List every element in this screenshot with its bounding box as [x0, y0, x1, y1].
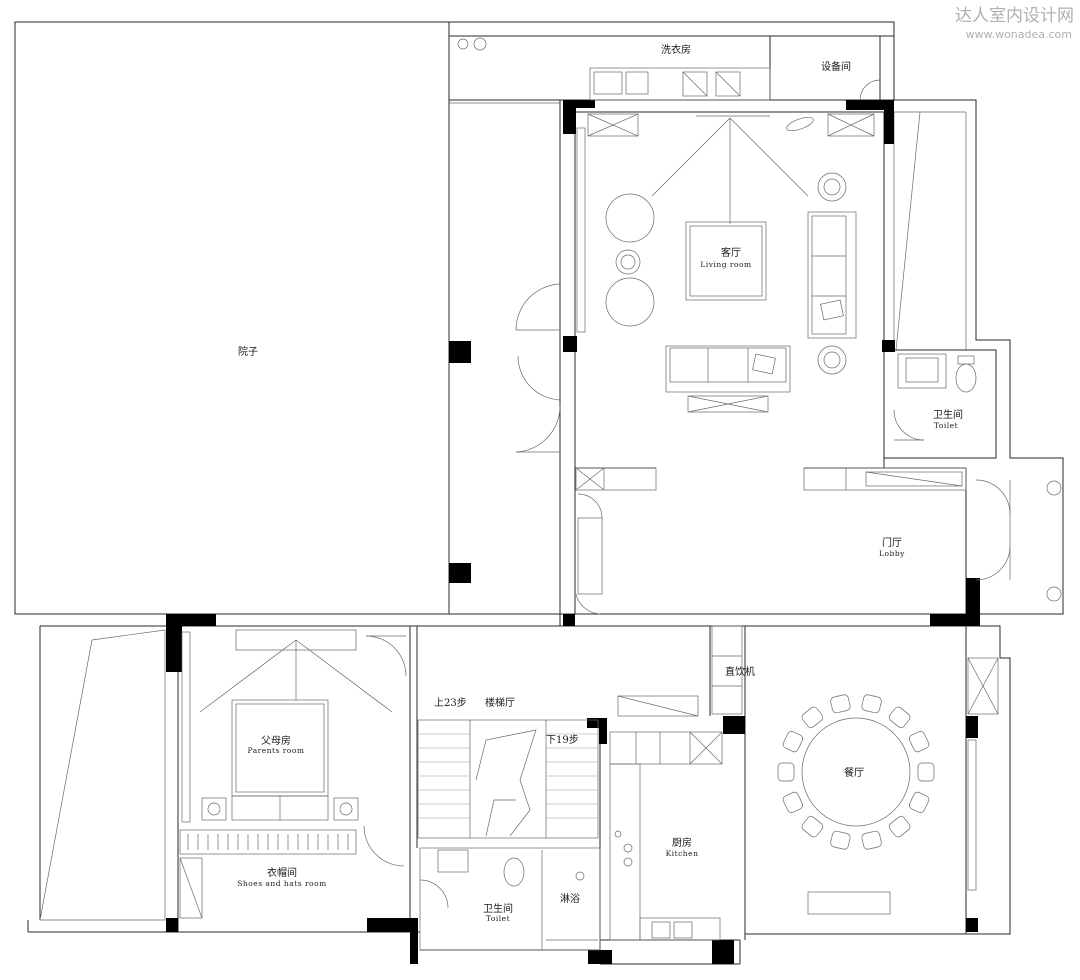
dryer-icon: [715, 71, 741, 97]
dining-chair-icon: [782, 791, 804, 813]
staircase: [417, 719, 599, 839]
bench: [577, 517, 603, 595]
dining-room-label: 餐厅: [844, 766, 864, 779]
dining-chair-icon: [777, 762, 795, 782]
dining-chair-icon: [908, 731, 930, 753]
dining-room: 餐厅: [777, 657, 999, 915]
living-room-label-en: Living room: [700, 260, 751, 269]
dining-chair-icon: [888, 706, 911, 728]
dining-chair-icon: [782, 731, 804, 753]
toilet-upper-label: 卫生间: [933, 408, 963, 421]
console-table: [617, 695, 699, 717]
ceiling-fan-icon: [786, 116, 814, 132]
cabinet: [967, 657, 999, 715]
dining-chair-icon: [801, 706, 824, 728]
washbasin-icon: [897, 353, 947, 389]
kitchen-label-en: Kitchen: [666, 849, 699, 858]
toilet-icon: [955, 363, 977, 393]
nightstand-icon: [201, 797, 227, 821]
courtyard-label: 院子: [238, 345, 258, 358]
stairs-up-label: 上23步: [434, 697, 467, 709]
parents-room: 父母房 Parents room: [181, 629, 407, 867]
toilet-upper: 卫生间 Toilet: [893, 353, 977, 441]
nightstand-icon: [333, 797, 359, 821]
dining-chair-icon: [801, 816, 824, 838]
cabinet: [587, 113, 639, 137]
shower-head-icon: [575, 871, 585, 881]
shower-label: 淋浴: [560, 892, 580, 905]
toilet-upper-label-en: Toilet: [934, 421, 958, 430]
lamp-icon: [817, 172, 847, 202]
stair-hall: 上23步 楼梯厅 下19步: [417, 695, 699, 839]
stove-burner-icon: [623, 857, 633, 867]
watermark-url: www.wonadea.com: [966, 28, 1072, 41]
washbasin-icon: [437, 849, 469, 873]
water-dispenser-label: 直饮机: [725, 665, 755, 678]
living-room: 客厅 Living room: [515, 113, 875, 453]
shoe-cabinet: [803, 467, 967, 491]
kitchen-label: 厨房: [672, 836, 692, 849]
stair-hall-label: 楼梯厅: [485, 696, 515, 709]
parents-room-label-en: Parents room: [247, 746, 304, 755]
watermark-title: 达人室内设计网: [955, 6, 1074, 26]
stairs-down-label: 下19步: [546, 734, 579, 746]
dining-chair-icon: [830, 694, 851, 714]
dining-chairs: [777, 694, 935, 850]
wardrobe-room: 衣帽间 Shoes and hats room: [179, 829, 357, 919]
laundry-sink-icon: [593, 71, 623, 95]
washing-machine-icon: [682, 71, 708, 97]
equipment-label: 设备间: [821, 60, 851, 73]
dining-chair-icon: [830, 830, 851, 850]
sofa-right-icon: [807, 211, 857, 339]
toilet-lower: 卫生间 Toilet 淋浴: [419, 847, 601, 951]
lobby: 门厅 Lobby: [575, 467, 1062, 615]
toilet-icon: [503, 857, 525, 887]
toilet-upper-outline: [883, 349, 997, 459]
wardrobe-rack: [179, 829, 357, 855]
dining-table-icon: [801, 717, 911, 827]
dining-chair-icon: [861, 830, 882, 850]
outer-outline: [14, 21, 1064, 965]
sideboard: [807, 891, 891, 915]
armchair-icon: [605, 193, 655, 243]
plant-icon: [457, 38, 469, 50]
living-room-label: 客厅: [721, 246, 741, 259]
laundry-label: 洗衣房: [661, 43, 691, 56]
armchair-icon: [605, 277, 655, 327]
lamp-icon: [817, 345, 847, 375]
cabinet: [575, 467, 657, 491]
coffee-table: [685, 221, 767, 301]
toilet-lower-label-en: Toilet: [486, 914, 510, 923]
tall-cabinet: [711, 625, 743, 715]
kitchen: 厨房 Kitchen 直饮机: [609, 625, 755, 941]
dining-chair-icon: [888, 816, 911, 838]
courtyard-outline: [14, 21, 450, 615]
kitchen-sink-icon: [639, 917, 721, 941]
dining-chair-icon: [917, 762, 935, 782]
toilet-lower-label: 卫生间: [483, 902, 513, 915]
plant-icon: [473, 37, 487, 51]
lobby-label-en: Lobby: [879, 549, 905, 558]
dining-chair-icon: [908, 791, 930, 813]
stove-burner-icon: [623, 843, 633, 853]
lobby-label: 门厅: [882, 536, 902, 549]
tv-console: [687, 395, 769, 413]
dining-chair-icon: [861, 694, 882, 714]
laundry-strip-outline: [448, 21, 895, 101]
planter-icon: [1046, 586, 1062, 602]
planter-icon: [1046, 480, 1062, 496]
upper-cabinets: [609, 731, 723, 765]
structural-walls: [166, 100, 980, 964]
sofa-bottom-icon: [665, 345, 791, 393]
laundry-room: 洗衣房 设备间: [457, 37, 881, 101]
parents-room-label: 父母房: [261, 734, 291, 747]
side-table-icon: [615, 249, 641, 275]
wardrobe-label-en: Shoes and hats room: [237, 879, 326, 888]
wardrobe-label: 衣帽间: [267, 866, 297, 879]
kitchen-counter: [609, 763, 641, 941]
